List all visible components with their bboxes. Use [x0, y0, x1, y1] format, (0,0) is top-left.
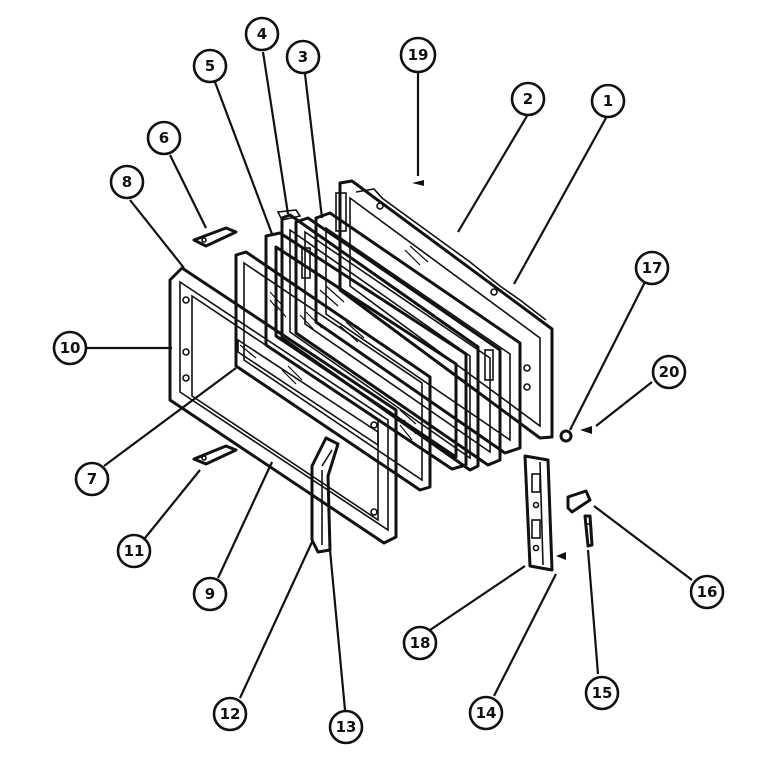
callout-4-label: 4	[257, 25, 267, 43]
part-spring-pin	[583, 514, 594, 548]
callout-6: 6	[146, 120, 182, 156]
callout-12: 12	[212, 696, 248, 732]
part-insulation-frame	[276, 209, 480, 472]
screw-19	[412, 180, 424, 186]
callout-6-label: 6	[159, 129, 169, 147]
part-clip	[566, 489, 592, 514]
callout-18: 18	[402, 625, 438, 661]
callout-11-label: 11	[124, 542, 145, 560]
callout-2: 2	[510, 81, 546, 117]
part-outer-glass	[234, 250, 432, 492]
callout-1-label: 1	[603, 92, 613, 110]
callout-8-label: 8	[122, 173, 132, 191]
callouts: 1 2 3 4 5 6 7 8 9 10 11 12 13 14 15 16 1…	[52, 16, 725, 745]
callout-16: 16	[689, 574, 725, 610]
callout-3: 3	[285, 39, 321, 75]
callout-4: 4	[244, 16, 280, 52]
screw-20	[580, 426, 592, 434]
screw-14	[556, 552, 566, 560]
callout-15: 15	[584, 675, 620, 711]
callout-20-label: 20	[659, 363, 680, 381]
callout-19: 19	[399, 36, 437, 74]
callout-10: 10	[52, 330, 88, 366]
callout-17-label: 17	[642, 259, 663, 277]
callout-9-label: 9	[205, 585, 215, 603]
part-upper-bracket	[192, 226, 238, 248]
callout-12-label: 12	[220, 705, 241, 723]
part-outer-door-frame	[168, 266, 398, 545]
part-hinge-plate	[523, 454, 554, 572]
callout-20: 20	[651, 354, 687, 390]
callout-7: 7	[74, 461, 110, 497]
part-bushing	[559, 429, 573, 443]
callout-19-label: 19	[408, 46, 429, 64]
callout-2-label: 2	[523, 90, 533, 108]
callout-18-label: 18	[410, 634, 431, 652]
callout-14-label: 14	[476, 704, 497, 722]
callout-13: 13	[328, 709, 364, 745]
callout-7-label: 7	[87, 470, 97, 488]
callout-5: 5	[192, 48, 228, 84]
part-door-handle	[310, 436, 340, 554]
callout-9: 9	[192, 576, 228, 612]
callout-8: 8	[109, 164, 145, 200]
callout-11: 11	[116, 533, 152, 569]
callout-1: 1	[590, 83, 626, 119]
leader-lines	[87, 51, 693, 711]
callout-14: 14	[468, 695, 504, 731]
part-lower-bracket	[192, 444, 238, 466]
callout-5-label: 5	[205, 57, 215, 75]
callout-17: 17	[634, 250, 670, 286]
callout-10-label: 10	[60, 339, 81, 357]
callout-16-label: 16	[697, 583, 718, 601]
callout-15-label: 15	[592, 684, 613, 702]
screws	[412, 180, 592, 560]
callout-3-label: 3	[298, 48, 308, 66]
callout-13-label: 13	[336, 718, 357, 736]
